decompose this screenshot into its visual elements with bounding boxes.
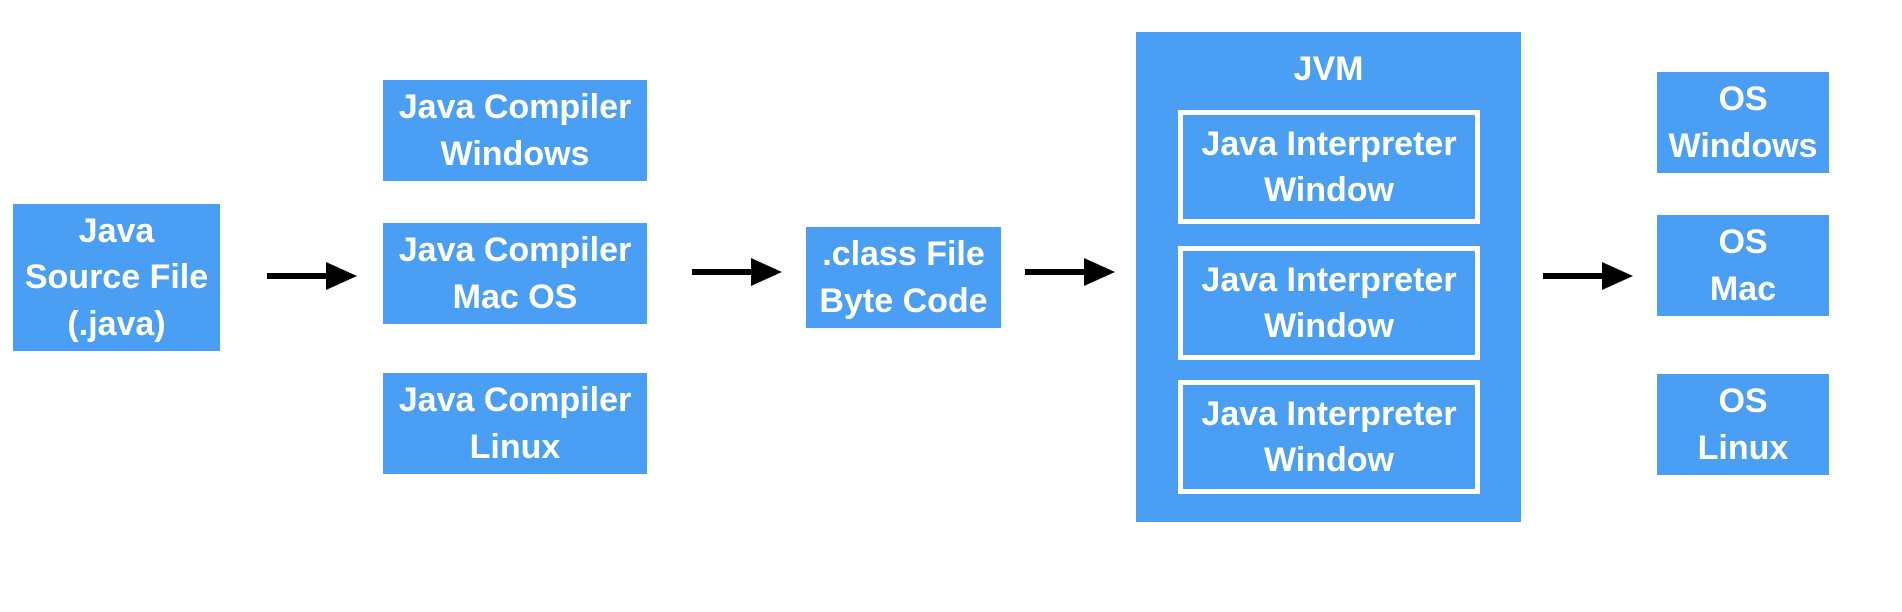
- bytecode-line-2: Byte Code: [819, 281, 988, 320]
- compiler-linux-line-1: Java Compiler: [398, 381, 632, 420]
- os-linux-line-1: OS: [1718, 382, 1768, 421]
- compiler-linux-box: Java Compiler Linux: [383, 373, 647, 474]
- source-line-3: (.java): [67, 304, 166, 343]
- arrow-source-to-compiler: [267, 262, 357, 290]
- bytecode-box: .class File Byte Code: [806, 227, 1001, 328]
- os-linux-line-2: Linux: [1697, 428, 1789, 467]
- os-mac-box: OS Mac: [1657, 215, 1829, 316]
- os-windows-line-2: Windows: [1668, 126, 1818, 165]
- interpreter-1-line-1: Java Interpreter: [1201, 124, 1457, 163]
- source-line-1: Java: [78, 212, 155, 251]
- os-mac-line-1: OS: [1718, 223, 1768, 262]
- java-source-file-box: Java Source File (.java): [13, 204, 220, 351]
- interpreter-3-line-2: Window: [1264, 441, 1394, 479]
- jvm-container: JVM Java Interpreter Window Java Interpr…: [1136, 32, 1521, 522]
- interpreter-box-1: Java Interpreter Window: [1178, 110, 1480, 224]
- interpreter-box-2: Java Interpreter Window: [1178, 246, 1480, 360]
- interpreter-1-line-2: Window: [1264, 171, 1394, 209]
- os-linux-box: OS Linux: [1657, 374, 1829, 475]
- jvm-title: JVM: [1293, 50, 1364, 88]
- compiler-windows-line-2: Windows: [440, 134, 590, 173]
- os-windows-line-1: OS: [1718, 80, 1768, 119]
- bytecode-line-1: .class File: [822, 235, 985, 274]
- compiler-linux-line-2: Linux: [469, 427, 561, 466]
- compiler-windows-line-1: Java Compiler: [398, 88, 632, 127]
- interpreter-box-3: Java Interpreter Window: [1178, 380, 1480, 494]
- compiler-macos-box: Java Compiler Mac OS: [383, 223, 647, 324]
- compiler-macos-line-2: Mac OS: [452, 277, 578, 316]
- arrow-bytecode-to-jvm: [1025, 258, 1115, 286]
- os-mac-line-2: Mac: [1709, 269, 1777, 308]
- arrow-jvm-to-os: [1543, 262, 1633, 290]
- interpreter-3-line-1: Java Interpreter: [1201, 394, 1457, 433]
- os-windows-box: OS Windows: [1657, 72, 1829, 173]
- source-line-2: Source File: [24, 258, 209, 297]
- compiler-windows-box: Java Compiler Windows: [383, 80, 647, 181]
- compiler-macos-line-1: Java Compiler: [398, 231, 632, 270]
- arrow-compiler-to-bytecode: [692, 258, 782, 286]
- interpreter-2-line-2: Window: [1264, 307, 1394, 345]
- interpreter-2-line-1: Java Interpreter: [1201, 260, 1457, 299]
